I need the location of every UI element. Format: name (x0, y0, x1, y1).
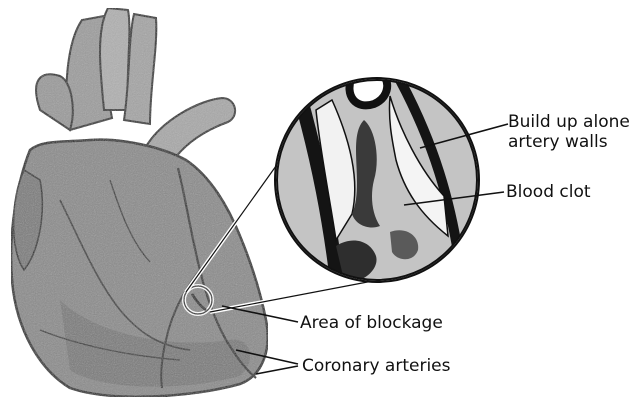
label-coronary-arteries: Coronary arteries (302, 356, 451, 376)
label-buildup-line2: artery walls (508, 132, 642, 152)
pulmonary-vessel (100, 8, 129, 110)
label-buildup-line1: Build up alone (508, 112, 642, 132)
magnifier-lens (270, 76, 490, 290)
left-vessel (36, 74, 73, 130)
label-area-of-blockage: Area of blockage (300, 313, 443, 333)
heart (11, 8, 268, 397)
label-buildup: Build up alone artery walls (508, 112, 642, 152)
label-blood-clot: Blood clot (506, 182, 591, 202)
